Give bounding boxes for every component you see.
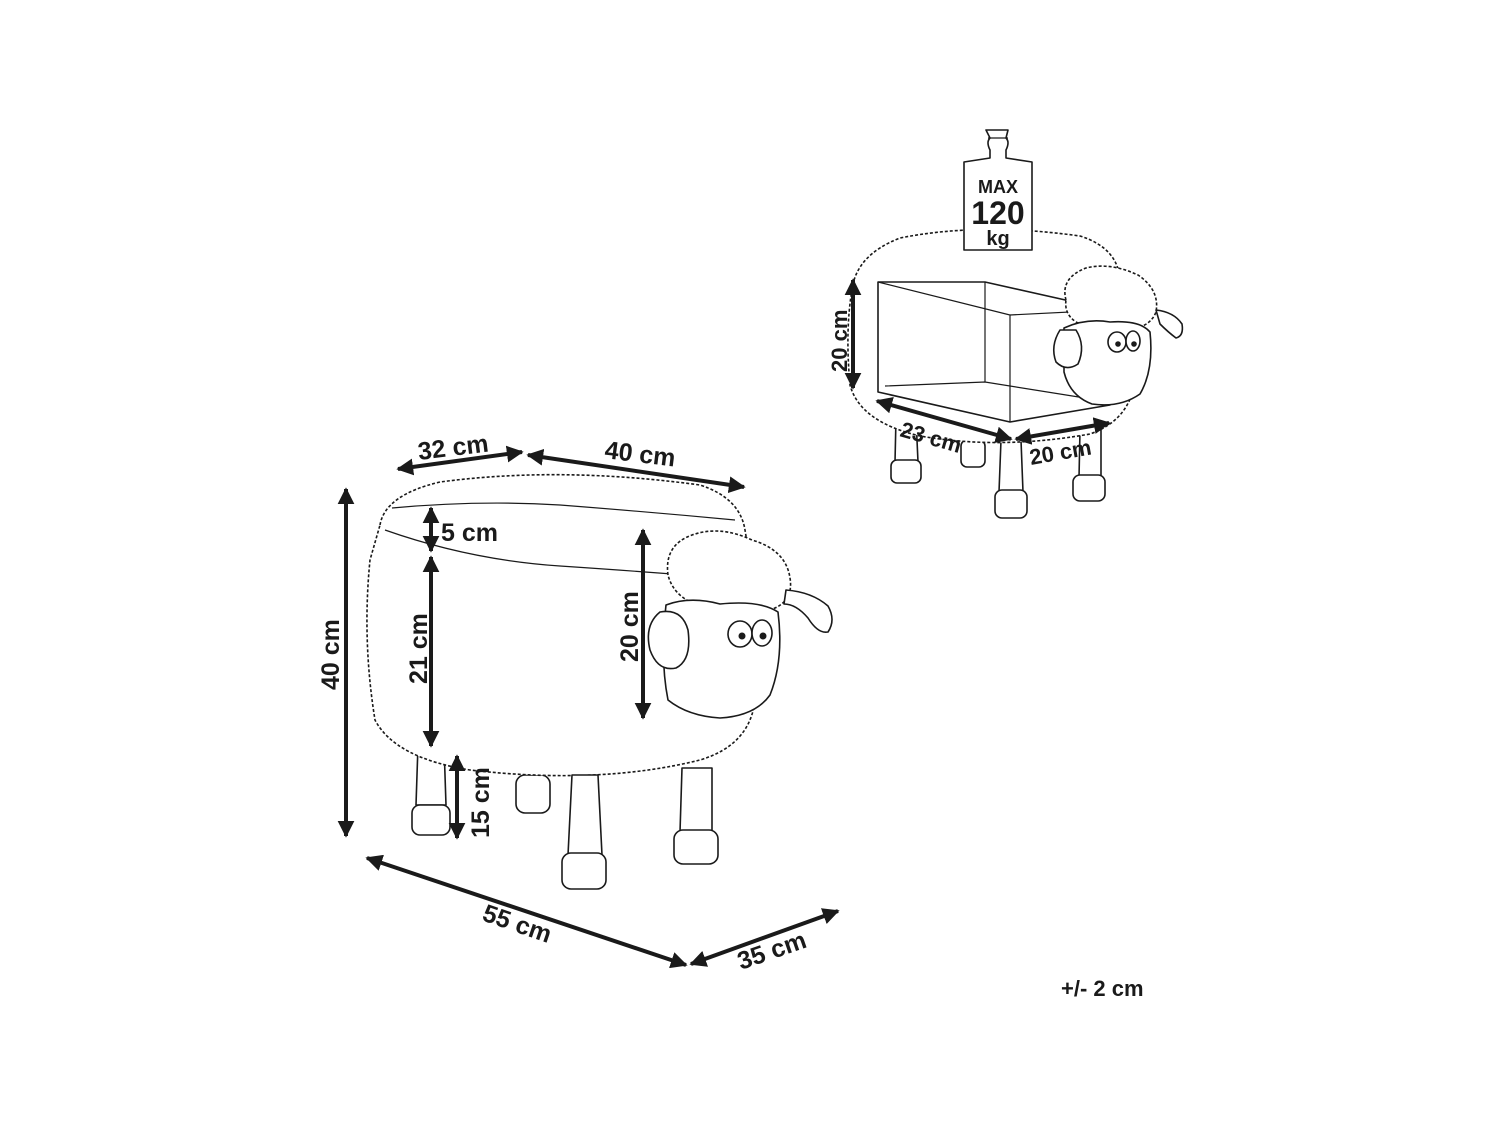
arrow-storage-width xyxy=(1014,417,1111,445)
sheep-stool-illustration xyxy=(366,473,833,890)
label-cushion-thickness: 5 cm xyxy=(441,519,498,547)
arrow-storage-depth xyxy=(875,397,1013,443)
sheep-eyes xyxy=(727,619,773,648)
arrow-length xyxy=(365,854,688,969)
label-body-height: 21 cm xyxy=(405,613,433,684)
weight-label-line1: MAX xyxy=(978,177,1018,197)
storage-head-wool xyxy=(1064,265,1158,332)
arrow-width-long xyxy=(526,448,746,494)
label-total-height: 40 cm xyxy=(317,619,345,690)
front-leg-left xyxy=(561,774,607,890)
sheep-storage-illustration xyxy=(847,228,1184,519)
sheep-ear-left xyxy=(647,610,690,670)
storage-eyes xyxy=(1107,330,1141,353)
storage-ear-right xyxy=(1155,309,1184,339)
arrow-depth xyxy=(689,908,840,967)
back-leg-right xyxy=(515,774,551,814)
weight-label-line3: kg xyxy=(986,228,1009,250)
weight-label-line2: 120 xyxy=(971,195,1024,231)
sheep-ear-right xyxy=(783,589,833,634)
dimension-arrows-storage xyxy=(844,278,1111,445)
label-storage-height: 20 cm xyxy=(827,310,852,372)
dimension-arrows-front xyxy=(337,445,840,969)
tolerance-note: +/- 2 cm xyxy=(1061,976,1144,1001)
front-leg-right xyxy=(673,767,719,865)
max-weight-icon: MAX 120 kg xyxy=(963,129,1033,251)
label-leg-height: 15 cm xyxy=(467,767,495,838)
sheep-body xyxy=(366,473,761,777)
storage-leg-front-left xyxy=(994,439,1028,519)
storage-leg-back-right xyxy=(960,439,986,468)
label-width-short: 32 cm xyxy=(416,430,490,466)
label-head-height: 20 cm xyxy=(616,591,644,662)
storage-ear-left xyxy=(1052,329,1083,369)
arrow-width-short xyxy=(396,445,524,476)
